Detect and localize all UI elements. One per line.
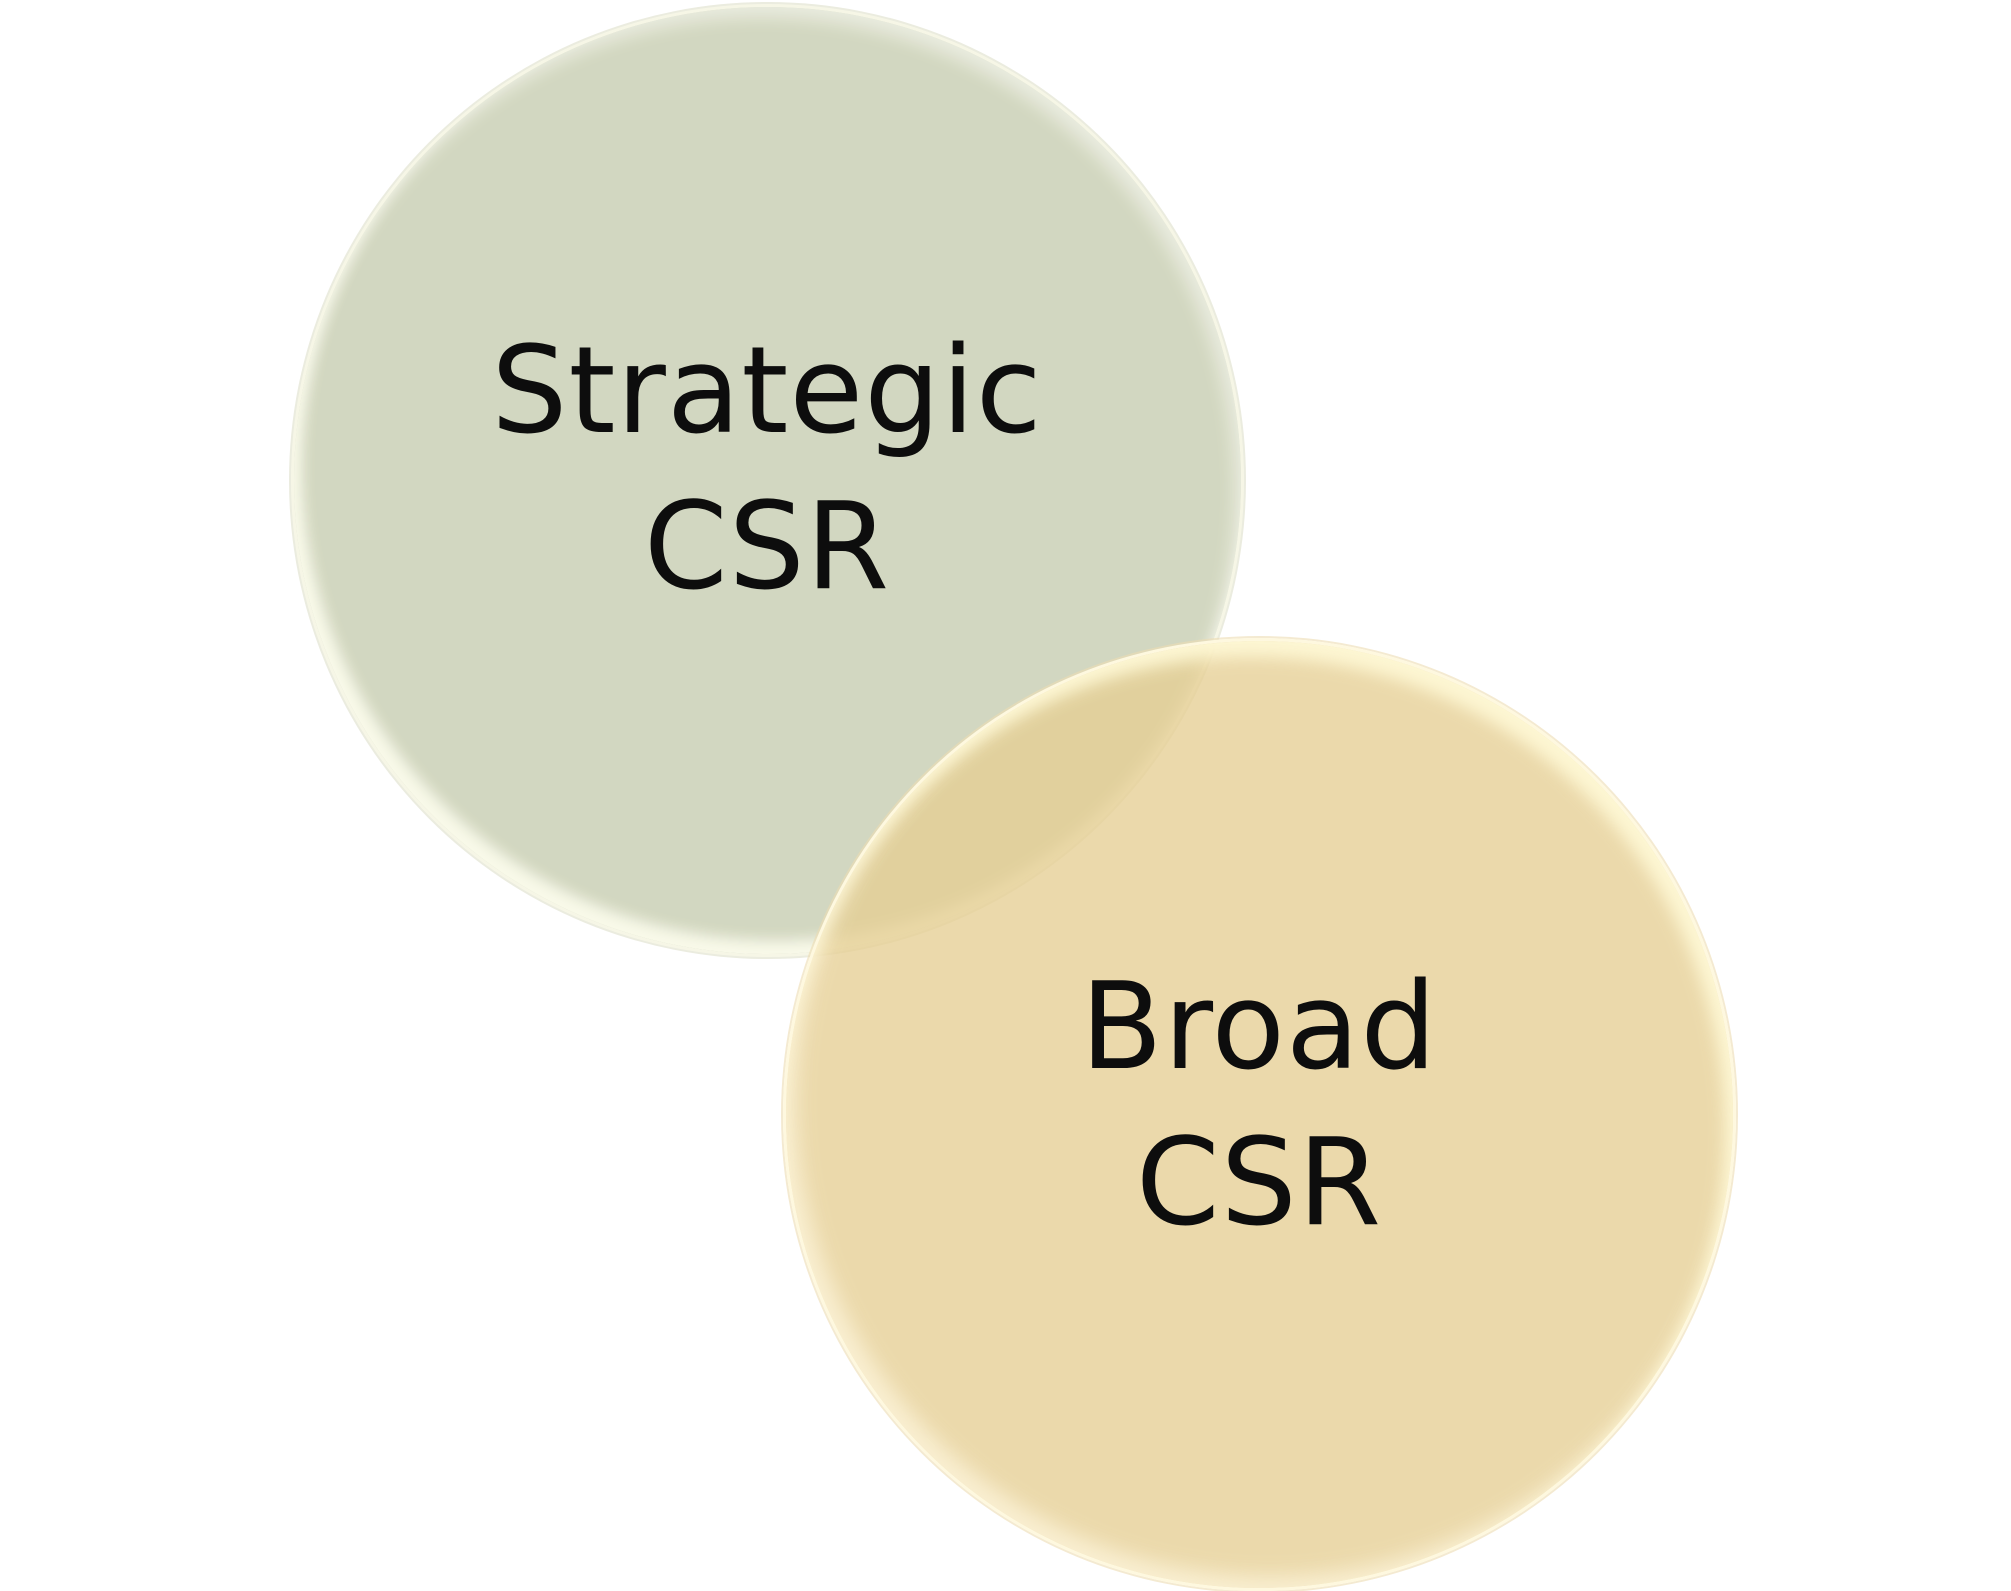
broad-csr-label-line1: Broad — [1080, 958, 1438, 1097]
strategic-csr-label-line2: CSR — [643, 478, 891, 617]
strategic-csr-label-line1: Strategic — [491, 322, 1043, 461]
broad-csr-circle — [783, 638, 1736, 1591]
broad-csr-label-line2: CSR — [1135, 1114, 1383, 1253]
strategic-csr-label: Strategic CSR — [417, 314, 1117, 626]
broad-csr-label: Broad CSR — [909, 950, 1609, 1262]
